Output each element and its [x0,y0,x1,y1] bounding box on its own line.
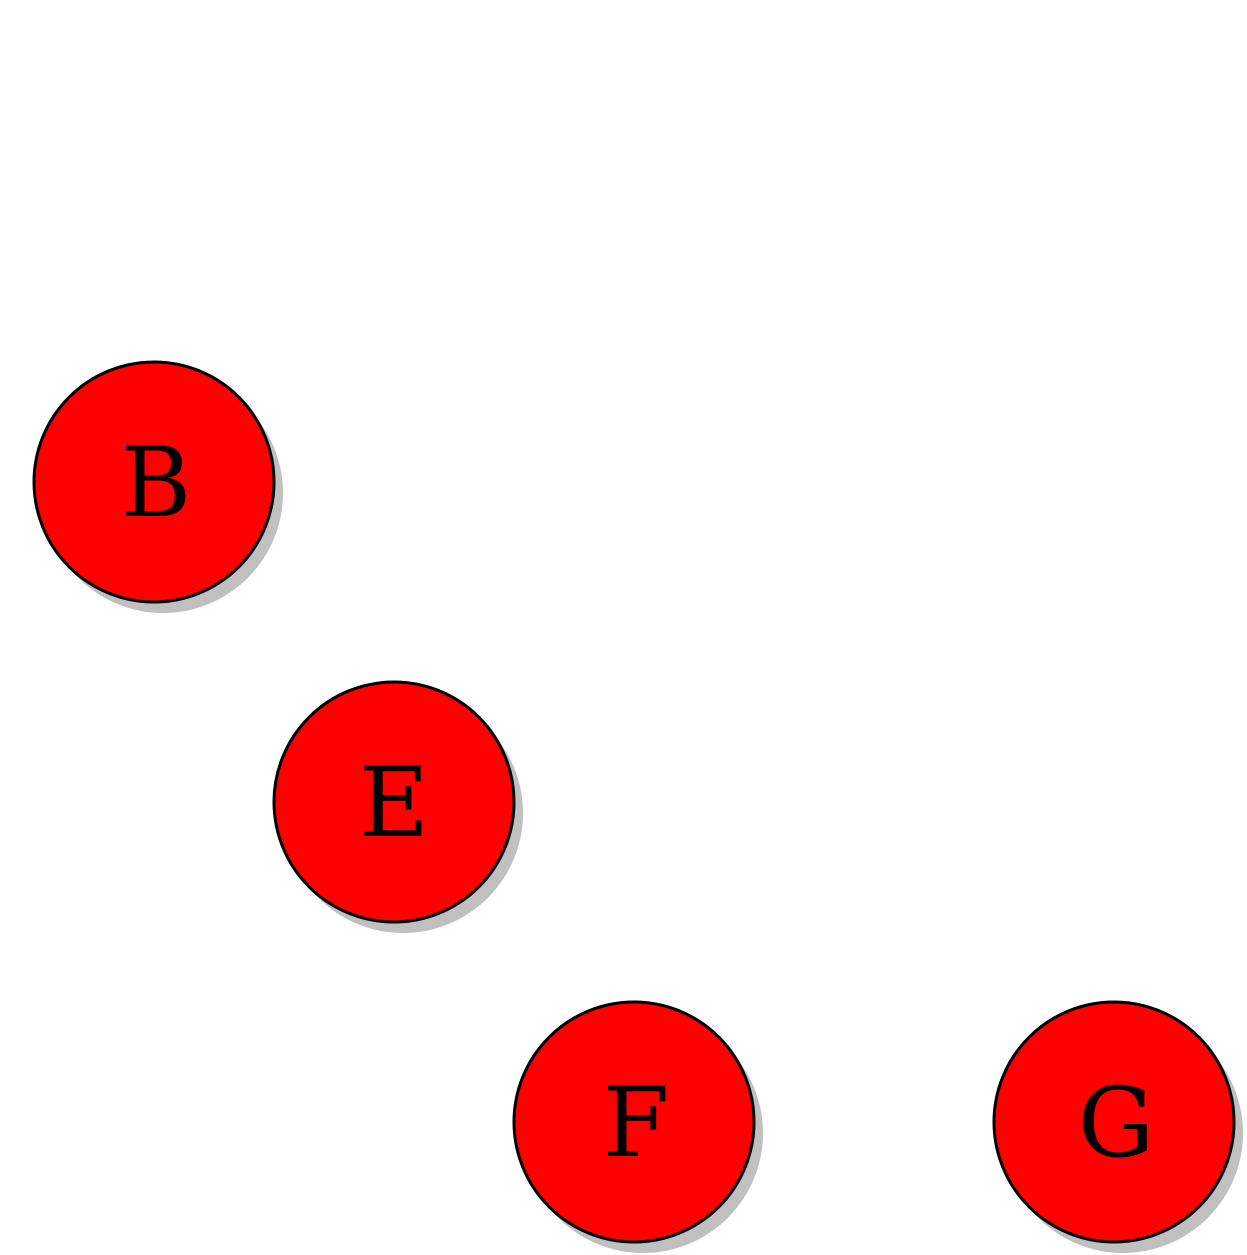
node-g-label: G [1078,1067,1155,1179]
node-g[interactable]: G [992,1000,1243,1253]
node-f-label: F [603,1067,670,1179]
node-f-circle [512,1000,756,1244]
node-g-circle [992,1000,1236,1244]
node-e-label: E [359,747,429,859]
node-e-circle [272,680,516,924]
node-b[interactable]: B [32,360,283,613]
node-b-label: B [121,427,192,539]
node-f[interactable]: F [512,1000,763,1253]
node-b-circle [32,360,276,604]
node-e[interactable]: E [272,680,523,933]
